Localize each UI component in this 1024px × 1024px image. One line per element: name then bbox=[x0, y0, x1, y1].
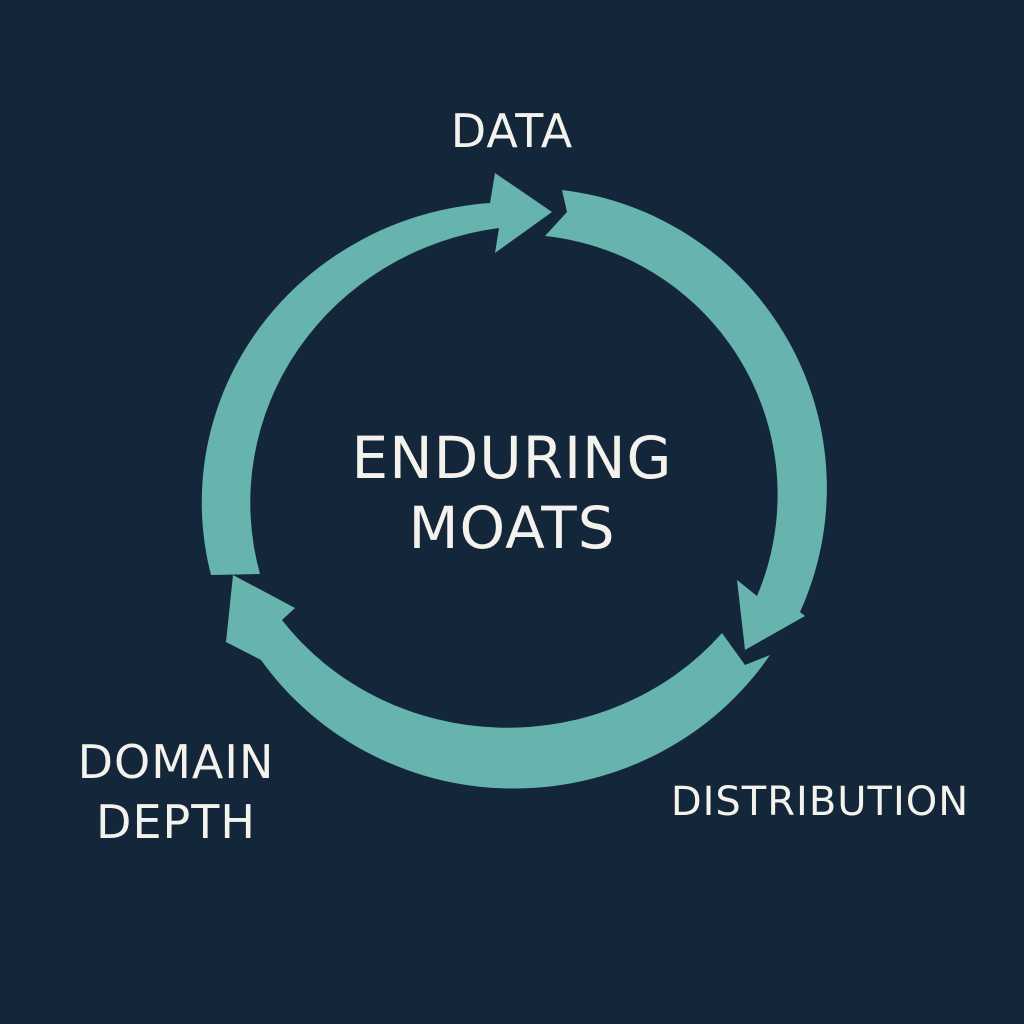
node-data-label: DATA bbox=[450, 104, 574, 158]
node-domain-depth-line2: DEPTH bbox=[96, 794, 256, 849]
node-distribution-label: DISTRIBUTION bbox=[670, 779, 970, 825]
center-title-line1: ENDURING bbox=[351, 424, 673, 492]
center-title: ENDURING MOATS bbox=[352, 424, 673, 563]
arrow-distribution-to-domain bbox=[226, 575, 770, 789]
center-title-line2: MOATS bbox=[408, 493, 616, 562]
arrow-domain-to-data bbox=[201, 173, 552, 575]
node-domain-depth-line1: DOMAIN bbox=[77, 735, 275, 789]
arrow-data-to-distribution bbox=[545, 190, 827, 650]
node-domain-depth-label: DOMAIN DEPTH bbox=[78, 733, 275, 853]
